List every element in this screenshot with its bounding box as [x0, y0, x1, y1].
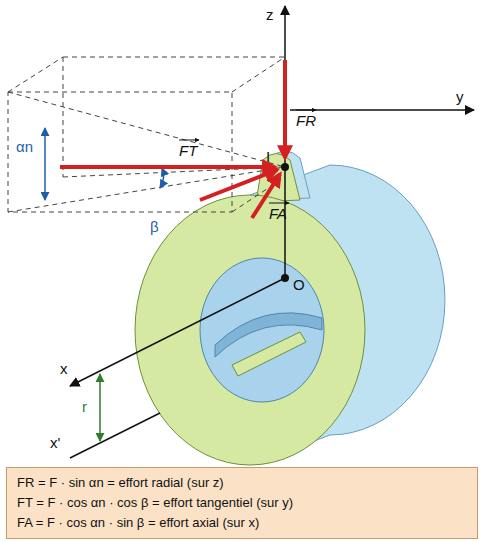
figure-label: x'	[50, 434, 60, 451]
formula-line: FA = F · cos αn · sin β = effort axial (…	[17, 513, 467, 533]
figure-label: y	[456, 88, 464, 105]
figure-label: FT	[179, 142, 197, 159]
figure-label: FA	[269, 205, 287, 222]
figure-label: FR	[296, 112, 316, 129]
figure-label: I	[266, 148, 270, 165]
formula-box: FR = F · sin αn = effort radial (sur z)F…	[6, 467, 478, 539]
figure-label: r	[82, 398, 87, 415]
figure-label: αn	[16, 138, 33, 155]
figure-label: O	[293, 276, 305, 293]
figure-label: x	[60, 360, 68, 377]
formula-line: FR = F · sin αn = effort radial (sur z)	[17, 473, 467, 493]
figure-label: β	[150, 218, 159, 235]
formula-line: FT = F · cos αn · cos β = effort tangent…	[17, 493, 467, 513]
figure-label: z	[266, 6, 274, 23]
